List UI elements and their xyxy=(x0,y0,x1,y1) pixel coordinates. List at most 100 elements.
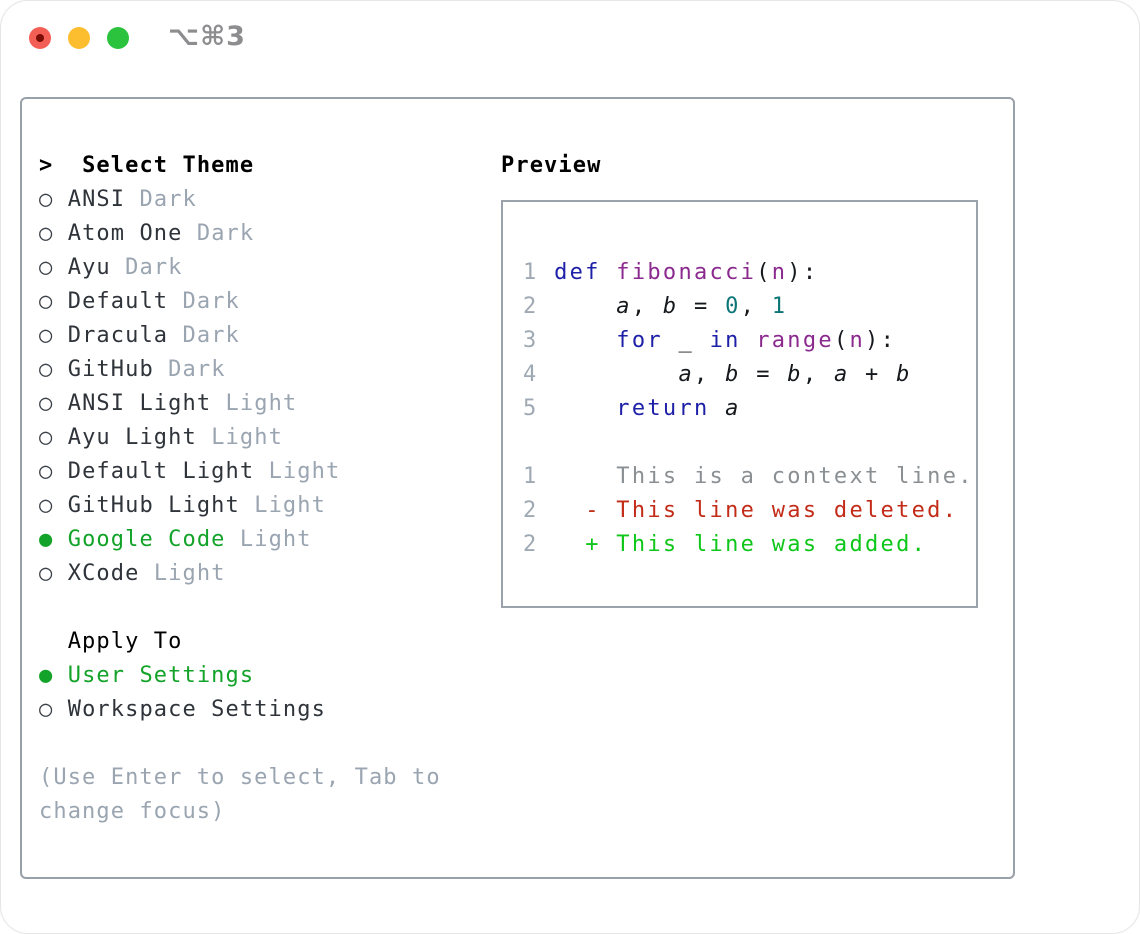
theme-variant-tag: Dark xyxy=(182,289,240,314)
radio-icon: ○ xyxy=(39,697,54,722)
theme-option-ayu-dark[interactable]: ○ Ayu Dark xyxy=(39,251,469,285)
theme-option-github-dark[interactable]: ○ GitHub Dark xyxy=(39,353,469,387)
selected-radio-icon: ● xyxy=(39,527,54,552)
diff-text: This is a context line. xyxy=(616,464,974,489)
code-line: 3 for _ in range(n): xyxy=(523,324,970,358)
minimize-button-icon[interactable] xyxy=(68,27,90,49)
code-token: n xyxy=(849,328,866,353)
keyboard-hint: (Use Enter to select, Tab to change focu… xyxy=(39,765,441,824)
line-number: 1 xyxy=(523,260,539,285)
code-token: def xyxy=(554,260,601,285)
close-button-icon[interactable] xyxy=(29,27,51,49)
apply-option-workspace-settings[interactable]: ○ Workspace Settings xyxy=(39,693,469,727)
code-token: ): xyxy=(865,328,897,353)
radio-icon: ○ xyxy=(39,493,54,518)
code-token xyxy=(554,294,616,319)
code-token: = xyxy=(678,294,726,319)
diff-line-context: 1 This is a context line. xyxy=(523,460,972,494)
theme-option-ayu-light-light[interactable]: ○ Ayu Light Light xyxy=(39,421,469,455)
theme-variant-tag: Light xyxy=(268,459,341,484)
code-token: _ xyxy=(678,328,695,353)
code-token: b xyxy=(662,294,679,319)
spacer xyxy=(39,727,469,761)
blank-line xyxy=(523,426,970,460)
radio-icon: ○ xyxy=(39,561,54,586)
theme-variant-tag: Light xyxy=(254,493,326,518)
theme-name: Ayu xyxy=(67,255,111,280)
code-token: ( xyxy=(833,328,850,353)
apply-option-user-settings[interactable]: ● User Settings xyxy=(39,659,469,693)
theme-option-ansi-light-light[interactable]: ○ ANSI Light Light xyxy=(39,387,469,421)
code-token xyxy=(663,328,679,353)
radio-icon: ○ xyxy=(39,357,54,382)
radio-icon: ○ xyxy=(39,289,54,314)
select-theme-title: Select Theme xyxy=(82,153,255,178)
theme-option-google-code-light[interactable]: ● Google Code Light xyxy=(39,523,469,557)
radio-icon: ○ xyxy=(39,221,54,246)
code-token: a xyxy=(725,396,741,421)
maximize-button-icon[interactable] xyxy=(107,27,129,49)
code-token: b xyxy=(787,362,803,387)
code-token xyxy=(741,328,757,353)
context-marker xyxy=(585,464,616,489)
apply-option-label: Workspace Settings xyxy=(67,697,326,722)
code-line: 5 return a xyxy=(523,392,970,426)
select-theme-header: > Select Theme xyxy=(39,149,469,183)
code-token: b xyxy=(896,362,912,387)
cursor-prefix: > xyxy=(39,153,54,178)
apply-option-label: User Settings xyxy=(67,663,255,688)
code-token: for xyxy=(616,328,663,353)
theme-list: ○ ANSI Dark○ Atom One Dark○ Ayu Dark○ De… xyxy=(39,183,469,591)
diff-line-added: 2 + This line was added. xyxy=(523,528,970,562)
selected-radio-icon: ● xyxy=(39,663,54,688)
theme-option-ansi-dark[interactable]: ○ ANSI Dark xyxy=(39,183,469,217)
code-token xyxy=(554,362,678,387)
theme-option-default-dark[interactable]: ○ Default Dark xyxy=(39,285,469,319)
theme-name: Atom One xyxy=(67,221,183,246)
theme-option-xcode-light[interactable]: ○ XCode Light xyxy=(39,557,469,591)
theme-name: Default Light xyxy=(67,459,255,484)
code-token: = xyxy=(740,362,788,387)
code-token: return xyxy=(616,396,710,421)
theme-variant-tag: Light xyxy=(153,561,226,586)
code-token: a xyxy=(678,362,695,387)
line-number: 2 xyxy=(523,294,539,319)
theme-option-default-light-light[interactable]: ○ Default Light Light xyxy=(39,455,469,489)
code-token: n xyxy=(771,260,788,285)
theme-variant-tag: Dark xyxy=(182,323,240,348)
code-token: 0 xyxy=(725,294,741,319)
code-token: 1 xyxy=(771,294,788,319)
code-token: , xyxy=(694,362,726,387)
diff-text: This line was added. xyxy=(616,532,928,557)
theme-option-github-light-light[interactable]: ○ GitHub Light Light xyxy=(39,489,469,523)
line-number: 1 xyxy=(523,464,539,489)
code-line: 4 a, b = b, a + b xyxy=(523,358,970,392)
code-token: , xyxy=(740,294,772,319)
code-token xyxy=(554,328,616,353)
theme-variant-tag: Dark xyxy=(125,255,183,280)
code-token xyxy=(710,396,726,421)
apply-to-list: ● User Settings○ Workspace Settings xyxy=(39,659,469,727)
theme-variant-tag: Light xyxy=(225,391,298,416)
theme-name: ANSI Light xyxy=(67,391,212,416)
diff-block: 1 This is a context line.2 - This line w… xyxy=(523,460,972,562)
theme-option-atom-one-dark[interactable]: ○ Atom One Dark xyxy=(39,217,469,251)
theme-variant-tag: Light xyxy=(211,425,283,450)
radio-icon: ○ xyxy=(39,187,54,212)
code-line: 1 def fibonacci(n): xyxy=(523,256,970,290)
line-number: 2 xyxy=(523,498,539,523)
code-token: fibonacci xyxy=(616,260,757,285)
theme-option-dracula-dark[interactable]: ○ Dracula Dark xyxy=(39,319,469,353)
code-token: ): xyxy=(787,260,819,285)
code-token: b xyxy=(725,362,741,387)
code-token xyxy=(694,328,710,353)
theme-name: Default xyxy=(67,289,169,314)
spacer xyxy=(39,591,469,625)
line-number: 4 xyxy=(523,362,539,387)
line-number: 5 xyxy=(523,396,539,421)
diff-text: This line was deleted. xyxy=(616,498,959,523)
diff-line-deleted: 2 - This line was deleted. xyxy=(523,494,970,528)
